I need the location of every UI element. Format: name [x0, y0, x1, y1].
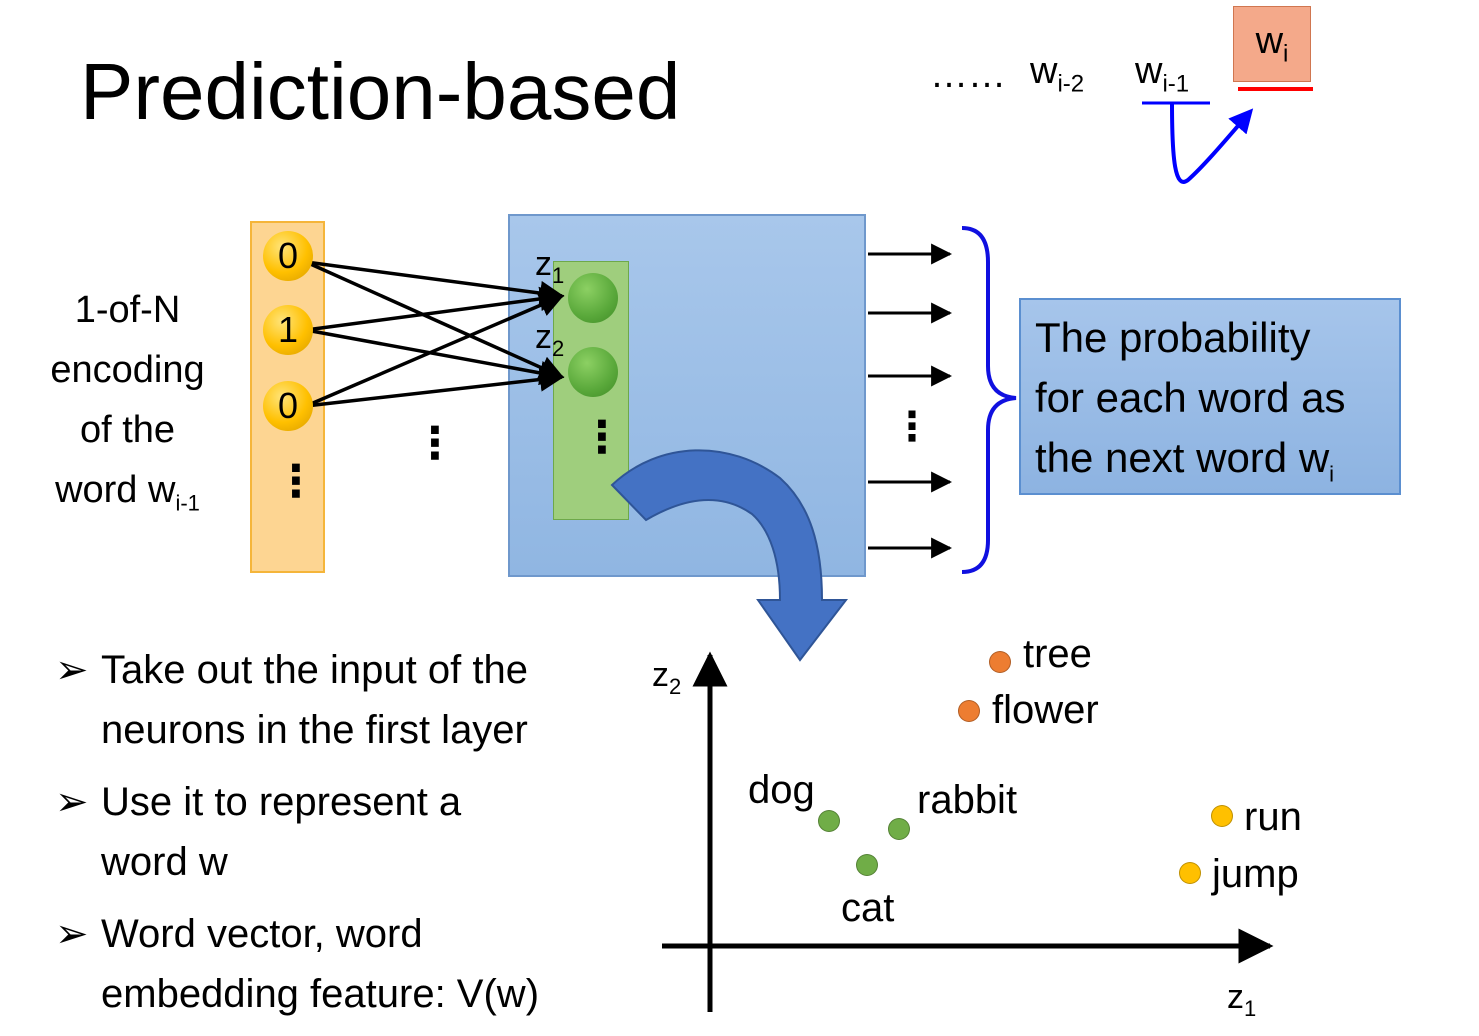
point-run	[1211, 805, 1233, 827]
bullet-arrow-icon: ➢	[55, 780, 89, 824]
y-axis-label: z2	[652, 656, 682, 699]
point-label-cat: cat	[841, 886, 895, 930]
hidden-node-z1	[568, 273, 618, 323]
z1-label: z1	[535, 245, 565, 288]
point-label-run: run	[1244, 795, 1302, 839]
bullet-item: ➢ Word vector, word embedding feature: V…	[55, 904, 635, 1024]
page-title: Prediction-based	[80, 47, 681, 136]
point-label-rabbit: rabbit	[917, 778, 1018, 822]
encoding-label: 1-of-N encoding of the word wi-1	[50, 289, 205, 516]
sequence-ellipsis: ……	[930, 54, 1006, 96]
input-node-2: 1	[263, 305, 313, 355]
input-node-1: 0	[263, 231, 313, 281]
point-label-tree: tree	[1023, 632, 1092, 676]
bullet-arrow-icon: ➢	[55, 648, 89, 692]
target-word-box: wi	[1233, 6, 1311, 82]
bullet-item: ➢ Use it to represent a word w	[55, 772, 635, 892]
connections	[305, 260, 565, 408]
output-brace	[961, 226, 1017, 574]
point-dog	[818, 810, 840, 832]
hidden-ellipsis: ⋮	[580, 413, 624, 462]
bullet-item: ➢ Take out the input of the neurons in t…	[55, 640, 635, 760]
middle-ellipsis: ⋮	[413, 419, 457, 468]
output-ellipsis: ⋮	[892, 405, 932, 449]
point-jump	[1179, 862, 1201, 884]
input-node-3: 0	[263, 381, 313, 431]
point-flower	[958, 700, 980, 722]
hidden-node-z2	[568, 347, 618, 397]
output-arrows	[868, 243, 953, 559]
bullet-arrow-icon: ➢	[55, 912, 89, 956]
word-w-i: wi	[1255, 19, 1289, 68]
embedding-arrow	[610, 449, 849, 662]
bullet-list: ➢ Take out the input of the neurons in t…	[55, 640, 635, 1036]
point-label-jump: jump	[1212, 852, 1299, 896]
point-cat	[856, 854, 878, 876]
point-tree	[989, 651, 1011, 673]
context-arrow	[1170, 102, 1254, 184]
point-label-flower: flower	[992, 688, 1099, 732]
point-rabbit	[888, 818, 910, 840]
word-w-i-1: wi-1	[1135, 50, 1190, 98]
x-axis-label: z1	[1227, 978, 1257, 1021]
z2-label: z2	[535, 318, 565, 361]
probability-box: The probability for each word as the nex…	[1019, 298, 1401, 495]
point-label-dog: dog	[748, 768, 815, 812]
input-ellipsis: ⋮	[274, 457, 318, 506]
word-w-i-2: wi-2	[1030, 50, 1085, 98]
